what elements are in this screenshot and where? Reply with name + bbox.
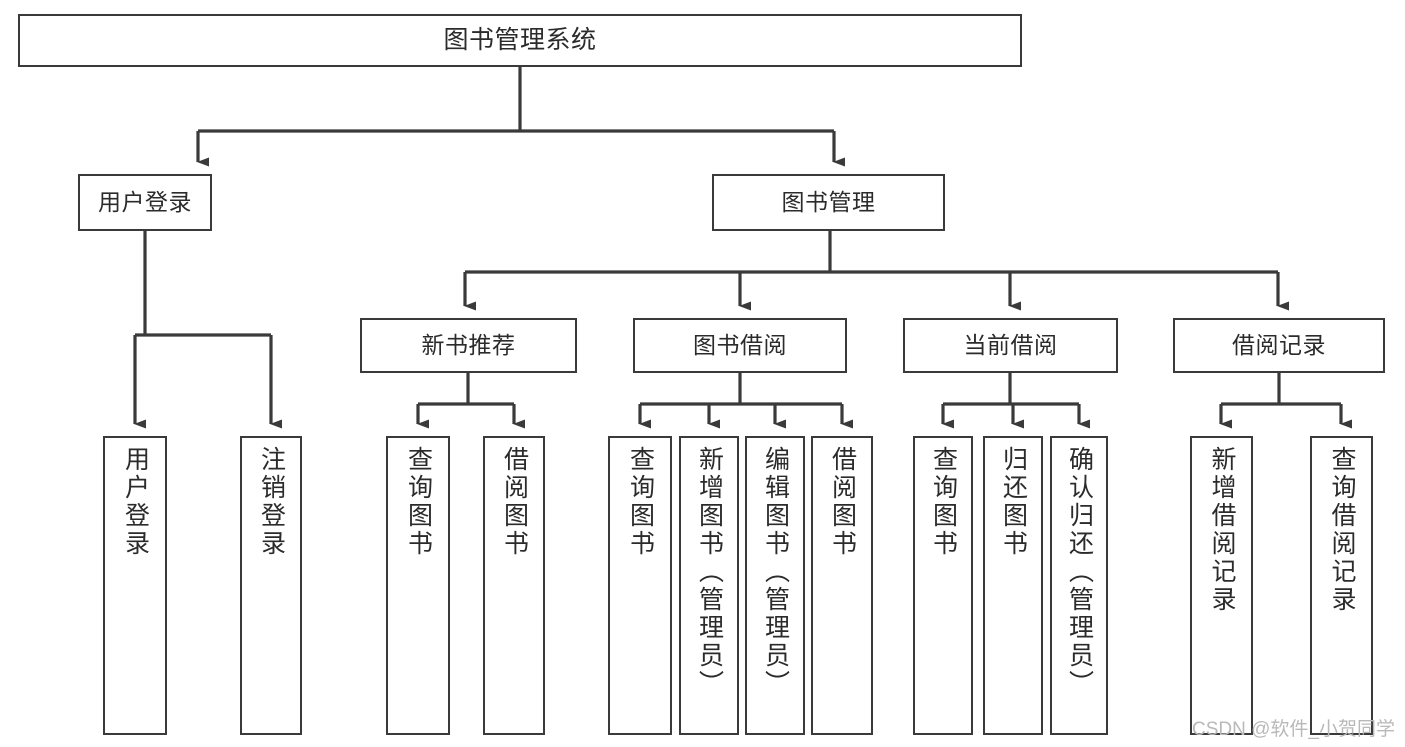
node-leaf-br-add-record-label: 新增借阅记录	[1208, 446, 1236, 614]
node-new-book-rec[interactable]: 新书推荐	[360, 318, 577, 373]
node-borrow-record[interactable]: 借阅记录	[1173, 318, 1385, 373]
node-leaf-bb-edit-book[interactable]: 编辑图书（管理员）	[745, 436, 805, 735]
node-book-manage-label: 图书管理	[781, 188, 876, 215]
node-leaf-cb-confirm-return-label: 确认归还（管理员）	[1065, 446, 1094, 698]
node-leaf-cb-query-book[interactable]: 查询图书	[913, 436, 973, 735]
node-leaf-br-add-record[interactable]: 新增借阅记录	[1190, 436, 1253, 735]
node-new-book-rec-label: 新书推荐	[421, 331, 516, 358]
node-book-manage[interactable]: 图书管理	[712, 174, 945, 231]
node-leaf-rec-query-book[interactable]: 查询图书	[386, 436, 450, 735]
node-root-label: 图书管理系统	[443, 25, 597, 54]
node-user-login[interactable]: 用户登录	[78, 174, 212, 231]
node-leaf-user-logout[interactable]: 注销登录	[240, 436, 302, 735]
node-root[interactable]: 图书管理系统	[18, 14, 1022, 67]
node-leaf-cb-return-book[interactable]: 归还图书	[983, 436, 1043, 735]
node-leaf-user-login[interactable]: 用户登录	[103, 436, 167, 735]
node-leaf-rec-borrow-book-label: 借阅图书	[500, 446, 529, 558]
node-leaf-cb-query-book-label: 查询图书	[929, 446, 958, 558]
node-leaf-br-query-record-label: 查询借阅记录	[1328, 446, 1356, 614]
node-borrow-record-label: 借阅记录	[1232, 331, 1326, 358]
node-leaf-rec-borrow-book[interactable]: 借阅图书	[483, 436, 545, 735]
node-leaf-user-logout-label: 注销登录	[257, 446, 286, 558]
node-book-borrow[interactable]: 图书借阅	[633, 318, 847, 373]
node-leaf-cb-return-book-label: 归还图书	[999, 446, 1028, 558]
node-leaf-user-login-label: 用户登录	[121, 446, 150, 558]
node-current-borrow[interactable]: 当前借阅	[903, 318, 1118, 373]
node-leaf-bb-add-book[interactable]: 新增图书（管理员）	[679, 436, 739, 735]
node-leaf-rec-query-book-label: 查询图书	[404, 446, 433, 558]
node-leaf-bb-borrow-book[interactable]: 借阅图书	[811, 436, 873, 735]
node-leaf-bb-add-book-label: 新增图书（管理员）	[695, 446, 724, 698]
node-leaf-bb-query-book-label: 查询图书	[626, 446, 655, 558]
node-leaf-cb-confirm-return[interactable]: 确认归还（管理员）	[1050, 436, 1108, 735]
node-leaf-bb-borrow-book-label: 借阅图书	[828, 446, 857, 558]
node-leaf-bb-edit-book-label: 编辑图书（管理员）	[761, 446, 790, 698]
node-leaf-br-query-record[interactable]: 查询借阅记录	[1310, 436, 1373, 735]
node-book-borrow-label: 图书借阅	[693, 331, 787, 358]
watermark: CSDN @软件_小贺同学	[1192, 719, 1395, 740]
node-current-borrow-label: 当前借阅	[963, 331, 1058, 358]
node-leaf-bb-query-book[interactable]: 查询图书	[608, 436, 672, 735]
node-user-login-label: 用户登录	[98, 188, 192, 215]
